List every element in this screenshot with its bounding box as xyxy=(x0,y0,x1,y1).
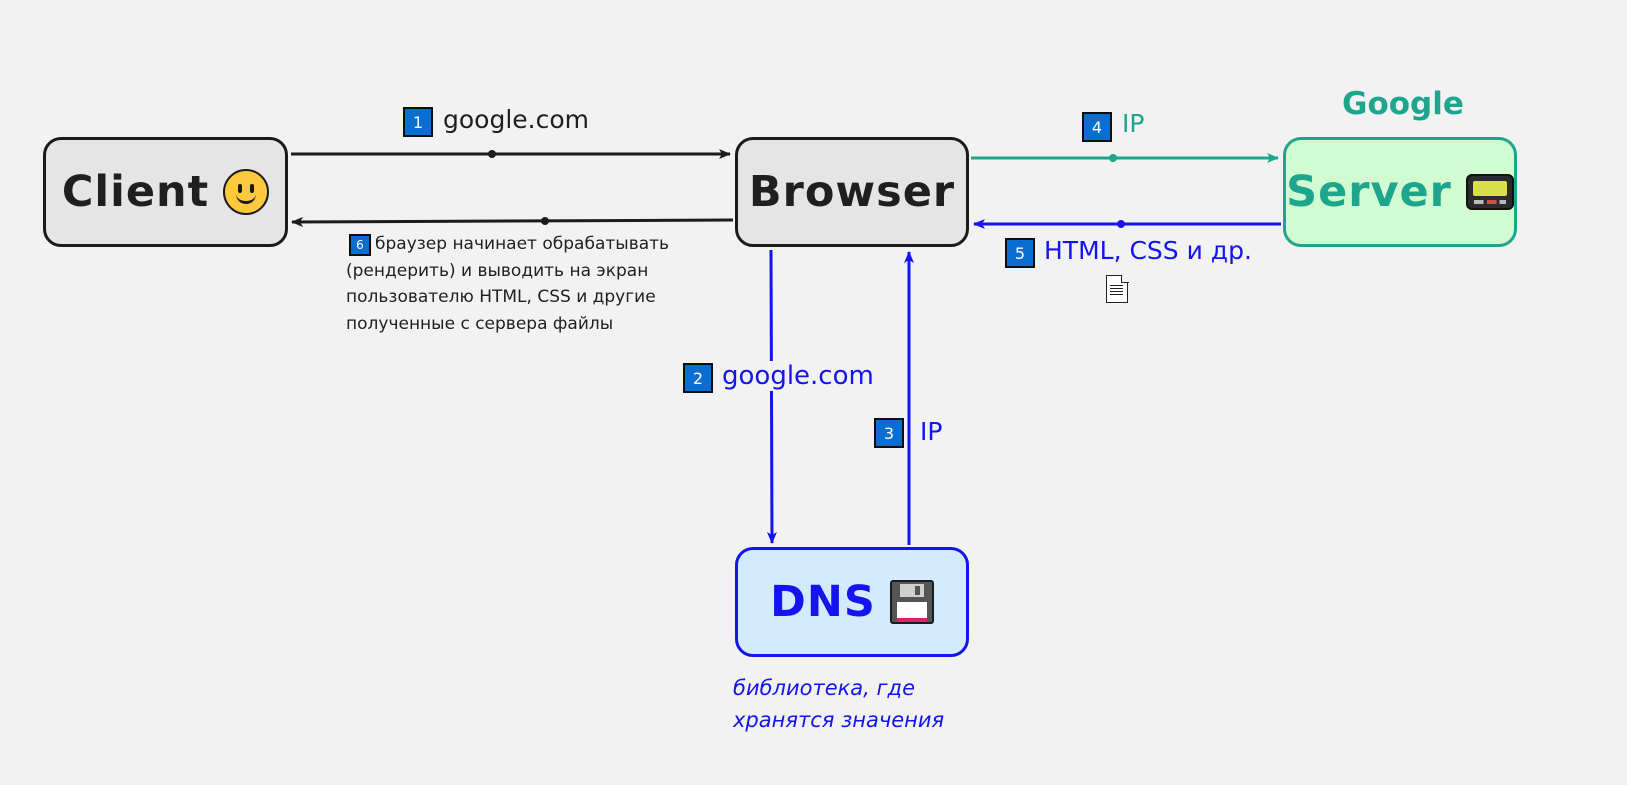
step-6-description: браузер начинает обрабатывать (рендерить… xyxy=(346,231,669,337)
arrow-browser-to-dns xyxy=(766,249,777,544)
step-1-label: google.com xyxy=(443,105,589,134)
dns-node[interactable]: DNS xyxy=(735,547,969,657)
step-3-label: IP xyxy=(920,417,943,446)
server-label: Server xyxy=(1286,167,1452,217)
step-6-line: полученные с сервера файлы xyxy=(346,313,614,334)
step-6-line: пользователю HTML, CSS и другие xyxy=(346,287,656,307)
step-1-badge: 1 xyxy=(403,107,433,137)
step-6-line: браузер начинает обрабатывать xyxy=(375,234,670,254)
step-5-badge: 5 xyxy=(1005,238,1035,268)
browser-label: Browser xyxy=(748,167,956,217)
pager-icon xyxy=(1465,174,1514,210)
step-2-badge: 2 xyxy=(683,363,713,393)
dns-note-line: библиотека, где xyxy=(733,676,915,700)
browser-node[interactable]: Browser xyxy=(735,137,969,247)
step-4-badge: 4 xyxy=(1082,112,1112,142)
dns-note: библиотека, где хранятся значения xyxy=(733,672,944,736)
client-node[interactable]: Client xyxy=(43,137,288,247)
server-group-title: Google xyxy=(1342,86,1464,122)
smiley-icon xyxy=(223,169,270,215)
step-2-label: google.com xyxy=(722,361,874,391)
dns-note-line: хранятся значения xyxy=(733,708,945,732)
step-4-label: IP xyxy=(1122,109,1145,138)
step-6-badge: 6 xyxy=(349,234,371,256)
arrow-browser-to-client xyxy=(291,216,734,227)
dns-label: DNS xyxy=(770,577,876,627)
server-node[interactable]: Server xyxy=(1283,137,1517,247)
floppy-disk-icon xyxy=(889,580,934,624)
document-icon xyxy=(1106,274,1129,303)
step-3-badge: 3 xyxy=(874,418,904,448)
step-6-line: (рендерить) и выводить на экран xyxy=(346,260,649,281)
client-label: Client xyxy=(61,167,210,217)
step-5-label: HTML, CSS и др. xyxy=(1044,236,1252,265)
